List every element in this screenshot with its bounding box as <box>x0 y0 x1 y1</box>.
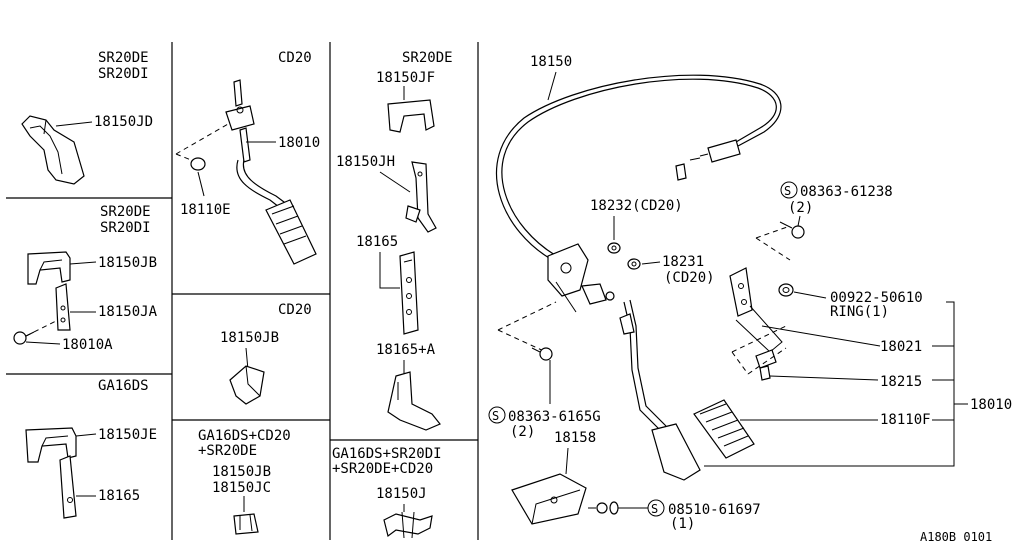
panel-cd20-pedal: CD20 18010 18110E <box>175 50 320 265</box>
panel-ga16ds: GA16DS 18150JE 18165 <box>25 378 157 519</box>
part-label-18231-note[interactable]: (CD20) <box>664 270 715 286</box>
part-label-18150jb[interactable]: 18150JB <box>98 255 157 271</box>
part-label-08363-6165g-qty[interactable]: (2) <box>510 424 535 440</box>
panel-variant: SR20DI <box>100 220 151 236</box>
panel-variant: GA16DS <box>98 378 149 394</box>
clip-18150jc[interactable] <box>233 513 259 535</box>
part-label-18110f[interactable]: 18110F <box>880 412 931 428</box>
clip-18150j[interactable] <box>383 511 433 539</box>
part-label-18021[interactable]: 18021 <box>880 339 922 355</box>
part-label-08510-61697-qty[interactable]: (1) <box>670 516 695 532</box>
pedal-pad-18110f[interactable] <box>693 399 755 459</box>
bracket-18021[interactable] <box>729 267 783 353</box>
part-label-18010[interactable]: 18010 <box>970 397 1012 413</box>
stopper-18215[interactable] <box>755 349 777 381</box>
panel-sr20-bracket: SR20DE SR20DI 18150JB 18150JA 18010A <box>13 204 158 353</box>
part-label-18150je[interactable]: 18150JE <box>98 427 157 443</box>
part-label-18010-cd20[interactable]: 18010 <box>278 135 320 151</box>
part-label-18150jh[interactable]: 18150JH <box>336 154 395 170</box>
panel-sr20de-brackets: SR20DE 18150JF 18150JH 18165 18165+A <box>336 50 453 431</box>
panel-variant: CD20 <box>278 50 312 66</box>
panel-cd20-clip: CD20 18150JB <box>220 302 312 405</box>
bracket-18150ja[interactable] <box>55 283 71 331</box>
washer-18231[interactable] <box>627 258 641 270</box>
part-label-18150[interactable]: 18150 <box>530 54 572 70</box>
part-label-18165-sr[interactable]: 18165 <box>356 234 398 250</box>
cover-18158[interactable] <box>511 473 587 525</box>
part-label-18158[interactable]: 18158 <box>554 430 596 446</box>
part-label-08363-6165g[interactable]: 08363-6165G <box>508 409 601 425</box>
part-label-18150jf[interactable]: 18150JF <box>376 70 435 86</box>
standard-part-symbol: S <box>651 502 658 516</box>
screw-symbol[interactable]: S <box>647 499 665 517</box>
ring-00922-50610[interactable] <box>778 283 794 297</box>
stopper-18110e[interactable] <box>190 157 206 171</box>
panel-grid <box>6 42 479 540</box>
washer-18232[interactable] <box>607 242 621 254</box>
part-label-18110e[interactable]: 18110E <box>180 202 231 218</box>
panel-variant: +SR20DE <box>198 443 257 459</box>
bolt-18010a[interactable] <box>13 331 35 345</box>
pedal-cover-18150jd[interactable] <box>21 115 85 185</box>
panel-variant: +SR20DE+CD20 <box>332 461 433 477</box>
part-label-08363-61238-qty[interactable]: (2) <box>788 200 813 216</box>
panel-variant: GA16DS+SR20DI <box>332 446 442 462</box>
standard-part-symbol: S <box>784 184 791 198</box>
diagram-code: A180B 0101 <box>920 530 992 544</box>
part-label-08510-61697[interactable]: 08510-61697 <box>668 502 761 518</box>
panel-variant: SR20DE <box>402 50 453 66</box>
bracket-18150jh[interactable] <box>405 161 437 233</box>
part-label-18150ja[interactable]: 18150JA <box>98 304 158 320</box>
panel-variant: CD20 <box>278 302 312 318</box>
panel-ga16ds-sr20di-mix: GA16DS+SR20DI +SR20DE+CD20 18150J <box>332 446 442 539</box>
screw-08510-61697[interactable] <box>588 501 619 515</box>
clip-18150jf[interactable] <box>387 99 435 133</box>
panel-sr20-18150jd: SR20DE SR20DI 18150JD <box>21 50 153 185</box>
part-label-18150jc[interactable]: 18150JC <box>212 480 271 496</box>
part-label-18150jb-cd20[interactable]: 18150JB <box>220 330 279 346</box>
bracket-18165-sr[interactable] <box>399 251 419 335</box>
part-label-ring[interactable]: RING(1) <box>830 304 889 320</box>
pedal-assembly-18010[interactable] <box>225 79 317 265</box>
panel-variant: SR20DE <box>100 204 151 220</box>
part-label-18165-ga[interactable]: 18165 <box>98 488 140 504</box>
standard-part-symbol: S <box>492 409 499 423</box>
bracket-18165-a[interactable] <box>387 371 441 431</box>
bolt-bottom-symbol[interactable]: S <box>488 406 506 424</box>
part-label-00922-50610[interactable]: 00922-50610 <box>830 290 923 306</box>
bolt-top[interactable] <box>779 221 805 239</box>
throttle-cable-18150[interactable] <box>496 74 782 263</box>
bolt-08363-61238[interactable]: S <box>780 181 798 199</box>
part-label-18232[interactable]: 18232(CD20) <box>590 198 683 214</box>
accelerator-pedal-arm[interactable] <box>547 243 701 481</box>
bracket-18165-ga[interactable] <box>59 455 77 519</box>
part-label-18215[interactable]: 18215 <box>880 374 922 390</box>
main-diagram: 18150 18232(CD20) <box>488 54 1012 532</box>
part-label-18165-a[interactable]: 18165+A <box>376 342 436 358</box>
clip-18150jb-cd20[interactable] <box>229 365 265 405</box>
part-label-08363-61238[interactable]: 08363-61238 <box>800 184 893 200</box>
part-label-18150jd[interactable]: 18150JD <box>94 114 153 130</box>
clip-18150jb[interactable] <box>27 251 71 285</box>
panel-ga16ds-cd20-sr20de: GA16DS+CD20 +SR20DE 18150JB 18150JC <box>198 428 291 535</box>
part-label-18150jb-ga[interactable]: 18150JB <box>212 464 271 480</box>
part-label-18150j[interactable]: 18150J <box>376 486 427 502</box>
bolt-08363-6165g[interactable] <box>531 347 553 361</box>
clip-18150je[interactable] <box>25 427 77 463</box>
panel-variant: GA16DS+CD20 <box>198 428 291 444</box>
part-label-18231[interactable]: 18231 <box>662 254 704 270</box>
panel-variant: SR20DE <box>98 50 149 66</box>
part-label-18010a[interactable]: 18010A <box>62 337 113 353</box>
panel-variant: SR20DI <box>98 66 149 82</box>
